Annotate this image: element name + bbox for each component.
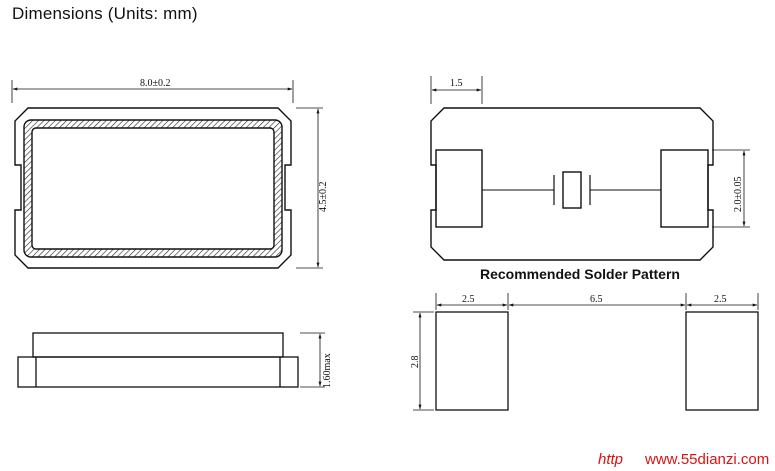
solder-pad-right: [685, 311, 759, 411]
package-outline: [14, 107, 292, 269]
top-view: [14, 107, 292, 269]
solder-dimensions: [413, 293, 759, 411]
side-base: [17, 356, 299, 388]
solder-pad-left: [435, 311, 509, 411]
pad-height-label: 2.0±0.05: [733, 177, 744, 213]
page-title: Dimensions (Units: mm): [12, 4, 198, 23]
top-width-label: 4.5±0.2: [318, 182, 329, 213]
solder-pad-right-width-label: 2.5: [714, 294, 727, 305]
top-length-dimension: [11, 80, 294, 103]
watermark-url: www.55dianzi.com: [645, 451, 770, 468]
solder-pad-left-width-label: 2.5: [462, 294, 475, 305]
side-view: [17, 332, 299, 388]
bottom-outline: [430, 107, 714, 261]
bottom-view: [430, 107, 714, 261]
side-height-label: 1.60max: [322, 353, 333, 388]
pad-width-dimension: [430, 76, 483, 104]
top-length-label: 8.0±0.2: [140, 78, 171, 89]
crystal-symbol: [562, 171, 582, 209]
solder-gap-label: 6.5: [590, 294, 603, 305]
top-width-dimension: [296, 107, 323, 269]
right-pad: [660, 149, 709, 228]
pad-width-label: 1.5: [450, 78, 463, 89]
left-pad: [435, 149, 483, 228]
lid-inner: [31, 127, 275, 250]
watermark-prefix: http: [598, 451, 624, 468]
pad-height-dimension: [712, 149, 750, 228]
solder-pattern-title: Recommended Solder Pattern: [480, 266, 680, 282]
solder-height-label: 2.8: [410, 356, 421, 369]
side-lid: [32, 332, 284, 358]
side-height-dimension: [300, 332, 325, 388]
solder-pattern: [435, 311, 759, 411]
